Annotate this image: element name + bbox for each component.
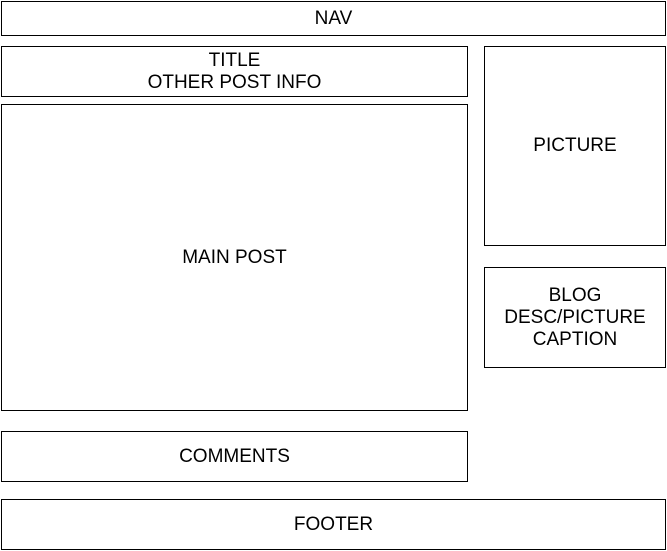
main-post-box: MAIN POST (1, 104, 468, 411)
blog-desc-box: BLOG DESC/PICTURE CAPTION (484, 267, 666, 368)
picture-label: PICTURE (533, 135, 617, 156)
blog-desc-line: DESC/PICTURE (504, 306, 646, 328)
main-post-label: MAIN POST (182, 246, 287, 268)
title-box: TITLE OTHER POST INFO (1, 46, 468, 97)
nav-box: NAV (1, 1, 666, 36)
footer-box: FOOTER (1, 499, 666, 550)
post-info-label: OTHER POST INFO (147, 71, 322, 93)
title-stack: TITLE OTHER POST INFO (148, 50, 322, 94)
blog-desc-stack: BLOG DESC/PICTURE CAPTION (504, 285, 645, 351)
blog-desc-line: BLOG (548, 284, 602, 306)
picture-box: PICTURE (484, 46, 666, 246)
footer-label: FOOTER (293, 513, 374, 535)
nav-label: NAV (314, 7, 353, 29)
comments-box: COMMENTS (1, 431, 468, 482)
title-label: TITLE (208, 49, 261, 71)
comments-label: COMMENTS (179, 445, 290, 467)
blog-desc-line: CAPTION (532, 328, 618, 350)
